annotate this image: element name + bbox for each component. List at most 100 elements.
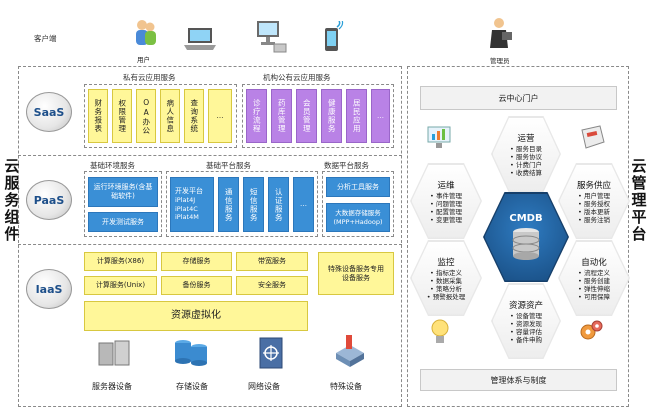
hex-item: • 弹性伸缩: [578, 284, 610, 293]
diagnosis-flow-box: 诊疗流程: [246, 89, 267, 143]
base-platform-group: [166, 171, 318, 237]
hex-item: • 服务目录: [510, 144, 542, 153]
hex-item: • 资源发现: [510, 319, 542, 328]
network-icon: [257, 336, 285, 370]
hex-item: • 流程定义: [578, 268, 610, 277]
bigdata-storage-service-box: 大数据存储服务(MPP+Hadoop): [326, 203, 390, 232]
auth-service-box: 认证服务: [268, 177, 289, 232]
communication-service-box: 通信服务: [218, 177, 239, 232]
storage-icon: [173, 335, 209, 369]
iplat4j-label: iPlat4J: [175, 196, 196, 205]
management-platform-frame: [407, 66, 629, 407]
client-label: 客户端: [34, 34, 57, 43]
base-env-group: [84, 171, 162, 237]
cmdb-hex: CMDB: [483, 192, 569, 282]
hex-item: • 数据采集: [430, 276, 462, 285]
storage-service-box: 存储服务: [161, 252, 232, 271]
laptop-icon: [183, 26, 217, 52]
compute-unix-box: 计算服务(Unix): [84, 276, 157, 295]
permission-mgmt-box: 权限管理: [112, 89, 132, 143]
compute-x86-box: 计算服务(X86): [84, 252, 157, 271]
query-system-box: 查询系统: [184, 89, 204, 143]
cloud-portal-bar: 云中心门户: [420, 86, 617, 110]
hex-item: • 服务创建: [578, 276, 610, 285]
layer-divider: [18, 244, 402, 245]
resident-app-box: 居民应用: [346, 89, 367, 143]
hex-item: • 服务协议: [510, 152, 542, 161]
hex-item: • 问题管理: [430, 199, 462, 208]
member-mgmt-box: 会员管理: [296, 89, 317, 143]
hex-title: 运维: [437, 180, 455, 191]
resource-virtualization-box: 资源虚拟化: [84, 301, 308, 331]
public-more-box: …: [371, 89, 390, 143]
special-device-label: 特殊设备: [330, 382, 362, 391]
health-service-box: 健康服务: [321, 89, 342, 143]
server-icon: [97, 337, 131, 369]
cloud-service-components-title: 云服务组件: [4, 157, 20, 243]
iplat4c-label: iPlat4C: [175, 204, 198, 213]
service-supply-hex: 服务供应 • 用户管理 • 服务授权 • 版本更新 • 服务注销: [558, 163, 630, 239]
cmdb-label: CMDB: [509, 213, 543, 224]
saas-badge: SaaS: [26, 92, 72, 132]
sms-service-box: 短信服务: [243, 177, 264, 232]
hex-item: • 配置管理: [430, 207, 462, 216]
hex-title: 监控: [437, 257, 455, 268]
oa-office-box: OA办公: [136, 89, 156, 143]
hex-item: • 设备管理: [510, 311, 542, 320]
platform-more-box: …: [293, 177, 314, 232]
admin-label: 管理员: [490, 57, 510, 65]
dev-platform-box: 开发平台 iPlat4J iPlat4C iPlat4M: [170, 177, 214, 232]
special-device-icon: [332, 333, 366, 369]
network-device-label: 网络设备: [248, 382, 280, 391]
management-system-bar: 管理体系与制度: [420, 369, 617, 391]
hex-item: • 容量评估: [510, 327, 542, 336]
user-label: 用户: [137, 56, 150, 64]
security-service-box: 安全服务: [236, 276, 308, 295]
paas-badge: PaaS: [26, 180, 72, 220]
lightbulb-icon: [430, 318, 450, 346]
base-env-header: 基础环境服务: [90, 161, 135, 170]
maintenance-hex: 运维 • 事件管理 • 问题管理 • 配置管理 • 变更管理: [410, 163, 482, 239]
hex-item: • 服务注销: [578, 215, 610, 224]
admin-icon: [488, 16, 514, 52]
hex-item: • 版本更新: [578, 207, 610, 216]
special-device-service-box: 特殊设备服务专用设备服务: [318, 252, 394, 295]
data-platform-group: [322, 171, 394, 237]
monitor-chart-icon: [426, 124, 452, 150]
hex-item: • 可用保障: [578, 292, 610, 301]
hex-title: 自动化: [581, 257, 607, 268]
base-platform-header: 基础平台服务: [206, 161, 251, 170]
automation-hex: 自动化 • 流程定义 • 服务创建 • 弹性伸缩 • 可用保障: [558, 240, 630, 316]
hex-item: • 收费结算: [510, 168, 542, 177]
storage-device-label: 存储设备: [176, 382, 208, 391]
cloud-management-platform-title: 云管理平台: [631, 157, 647, 243]
dev-platform-title: 开发平台: [175, 187, 203, 196]
hex-title: 运营: [517, 133, 535, 144]
server-device-label: 服务器设备: [92, 382, 132, 391]
finance-report-box: 财务报表: [88, 89, 108, 143]
public-cloud-header: 机构公有云应用服务: [263, 73, 331, 82]
phone-icon: [320, 19, 344, 53]
hex-item: • 计费门户: [510, 160, 542, 169]
database-icon: [512, 228, 540, 260]
hex-item: • 事件管理: [430, 191, 462, 200]
public-cloud-group: [242, 84, 394, 148]
hex-title: 资源资产: [508, 300, 543, 311]
desktop-icon: [253, 18, 287, 54]
layer-divider: [18, 155, 402, 156]
users-icon: [133, 18, 159, 52]
calculator-icon: [578, 124, 606, 150]
private-cloud-header: 私有云应用服务: [123, 73, 176, 82]
patient-info-box: 病人信息: [160, 89, 180, 143]
hex-item: • 策略分析: [430, 284, 462, 293]
service-components-frame: [18, 66, 402, 407]
data-platform-header: 数据平台服务: [324, 161, 369, 170]
hex-item: • 预警报处理: [426, 292, 466, 301]
runtime-env-service-box: 运行环境服务(含基础软件): [88, 177, 158, 207]
private-more-box: …: [208, 89, 232, 143]
analytics-tool-service-box: 分析工具服务: [326, 177, 390, 197]
bandwidth-service-box: 带宽服务: [236, 252, 308, 271]
hex-item: • 服务授权: [578, 199, 610, 208]
hex-item: • 指标定义: [430, 268, 462, 277]
pharmacy-mgmt-box: 药库管理: [271, 89, 292, 143]
